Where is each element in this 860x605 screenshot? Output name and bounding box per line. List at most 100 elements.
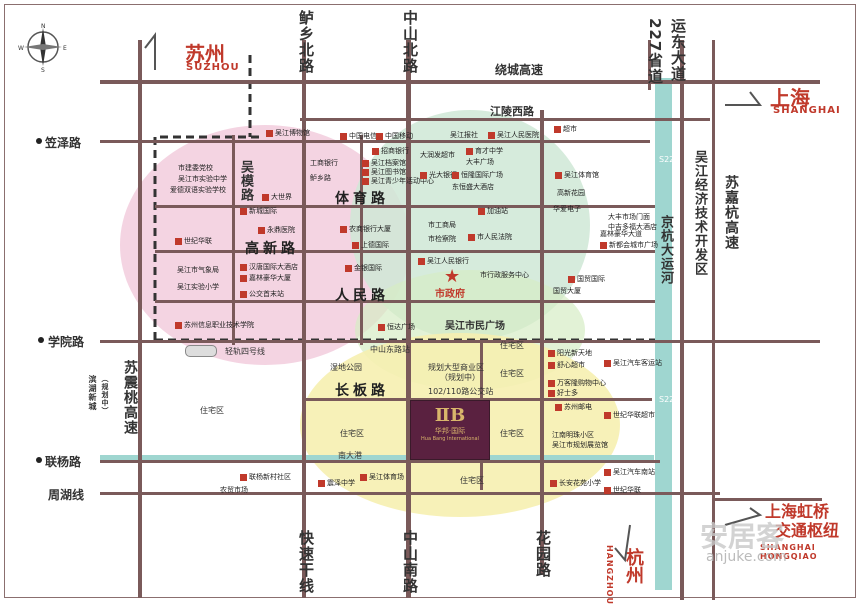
road-raocheng <box>100 80 820 84</box>
poi-2: 中国电信 <box>340 131 377 141</box>
poi-24: 东恒盛大酒店 <box>452 183 494 191</box>
label-gaoxin: 高新路 <box>245 241 299 257</box>
label-xueyuan: 学院路 <box>48 335 85 349</box>
label-jinghang: 京杭大运河 <box>658 215 673 285</box>
zone-plan-sub: （规划中） <box>440 373 480 382</box>
zone-zhuzhai-1: 住宅区 <box>200 406 224 415</box>
poi-26: 高新花园 <box>557 189 585 197</box>
poi-12: 吴江档案馆 <box>362 158 406 168</box>
poi-18: 育才中学 <box>466 146 503 156</box>
poi-58: 吴江汽车客运站 <box>604 358 662 368</box>
label-zhongshan-north: 中山北路 <box>401 10 419 74</box>
poi-51: 阳光新天地 <box>548 348 592 358</box>
city-suzhou: 苏州 <box>185 42 225 66</box>
road-jiangling <box>300 118 710 121</box>
road-sujiahang-west <box>138 40 142 598</box>
poi-5: 吴江人民医院 <box>488 130 539 140</box>
road-s227 <box>648 40 651 90</box>
poi-41: 吴江人民银行 <box>418 256 469 266</box>
poi-25: 吴江体育馆 <box>555 170 599 180</box>
poi-15: 招商银行 <box>372 146 409 156</box>
label-qingui: 轻轨四号线 <box>225 347 265 356</box>
poi-63: 长安花苑小学 <box>550 478 601 488</box>
road-zhouhu <box>100 492 720 495</box>
label-wujiang-kfq: 吴江经济技术开发区 <box>692 150 707 276</box>
zone-zsr: 中山东路站 <box>370 345 410 354</box>
road-inner-2 <box>360 135 363 345</box>
poi-43: 公交首末站 <box>240 289 284 299</box>
poi-28: 农商银行大厦 <box>340 224 391 234</box>
poi-47: 嘉林豪华大道 <box>600 230 642 238</box>
poi-46: 新都会城市广场 <box>600 240 658 250</box>
poi-4: 吴江报社 <box>450 131 478 139</box>
poi-8: 吴江市实验中学 <box>178 175 227 183</box>
poi-40: 金银国际 <box>345 263 382 273</box>
city-hangzhou-en: HANGZHOU <box>605 545 614 605</box>
city-shanghai-en: SHANGHAI <box>773 105 841 116</box>
zone-square: 吴江市民广场 <box>445 321 505 332</box>
lianyang-dot <box>36 457 42 463</box>
road-tiyu <box>155 205 655 208</box>
road-yundong <box>680 40 684 600</box>
svg-text:W: W <box>18 45 24 52</box>
xueyuan-dot <box>38 337 44 343</box>
city-shanghai-hq: 上海虹桥 <box>765 502 830 521</box>
label-binhu: 滨湖新城 <box>88 375 97 411</box>
zone-zhuzhai-5: 住宅区 <box>460 476 484 485</box>
poi-7: 市建委党校 <box>178 164 213 172</box>
project-logo[interactable]: ⅡB 华邦·国际 Hua Bang International <box>410 400 490 460</box>
poi-1: 吴江博物馆 <box>266 128 310 138</box>
poi-30: 加油站 <box>478 206 508 216</box>
poi-66: 苏州邮电 <box>555 402 592 412</box>
road-changban <box>302 398 652 401</box>
label-wuheng: 吴模路 <box>238 160 253 202</box>
zone-city-hall: 市政府 <box>435 289 465 300</box>
star-icon: ★ <box>444 266 461 287</box>
poi-53: 万客隆购物中心 <box>548 378 606 388</box>
svg-text:E: E <box>63 45 67 52</box>
zone-zhuzhai-4: 住宅区 <box>500 429 524 438</box>
poi-21: 新城国际 <box>240 206 277 216</box>
poi-35: 中吉多福大酒店 <box>608 223 657 231</box>
label-subrail: 苏震桃高速 <box>122 360 138 435</box>
poi-65: 世纪华联 <box>604 485 641 495</box>
poi-32: 市工商局 <box>428 221 456 229</box>
poi-55: 江南明珠小区 <box>552 431 594 439</box>
road-inner-1 <box>232 135 235 345</box>
label-sujiahang: 苏嘉杭高速 <box>723 175 739 250</box>
poi-16: 大润发超市 <box>420 151 455 159</box>
city-hangzhou: 杭州 <box>623 548 644 584</box>
poi-22: 永鼎医院 <box>258 225 295 235</box>
label-renmin: 人民路 <box>335 288 389 304</box>
compass-icon: N S W E <box>18 23 67 72</box>
watermark-url: anjuke.com <box>706 549 787 565</box>
watermark-text: 安居客 <box>700 520 785 553</box>
zone-zhuzhai-2: 住宅区 <box>340 429 364 438</box>
train-icon <box>185 345 217 357</box>
poi-56: 吴江市规划展览馆 <box>552 441 608 449</box>
label-lizee: 笠泽路 <box>45 136 82 150</box>
city-shanghai-hq-2: 交通枢纽 <box>775 521 840 540</box>
label-yundong: 运东大道 <box>669 18 687 82</box>
poi-49: 苏州信息职业技术学院 <box>175 320 254 330</box>
poi-33: 市检察院 <box>428 235 456 243</box>
poi-57: 世纪华联超市 <box>604 410 655 420</box>
city-shanghai: 上海 <box>770 86 810 110</box>
poi-52: 舒心超市 <box>548 360 585 370</box>
road-lizee <box>100 140 650 143</box>
road-hongqiao <box>712 498 822 501</box>
label-s227: 227省道 <box>646 18 664 85</box>
label-changban: 长板路 <box>335 383 389 399</box>
label-s227-tag1: S227 <box>659 155 680 164</box>
poi-39: 嘉林豪华大厦 <box>240 273 291 283</box>
poi-34: 大丰市场门面 <box>608 213 650 221</box>
poi-48: 国贸国际 <box>568 274 605 284</box>
label-raocheng: 绕城高速 <box>495 63 544 77</box>
zone-zhuzhai-6: 住宅区 <box>500 341 524 350</box>
label-fuxiang-north: 鲈乡北路 <box>297 10 315 74</box>
poi-37: 吴江市气象局 <box>177 266 219 274</box>
label-tiyu: 体育路 <box>335 191 389 207</box>
poi-31: 华爱电子 <box>553 205 581 213</box>
poi-54: 好士多 <box>548 388 578 398</box>
